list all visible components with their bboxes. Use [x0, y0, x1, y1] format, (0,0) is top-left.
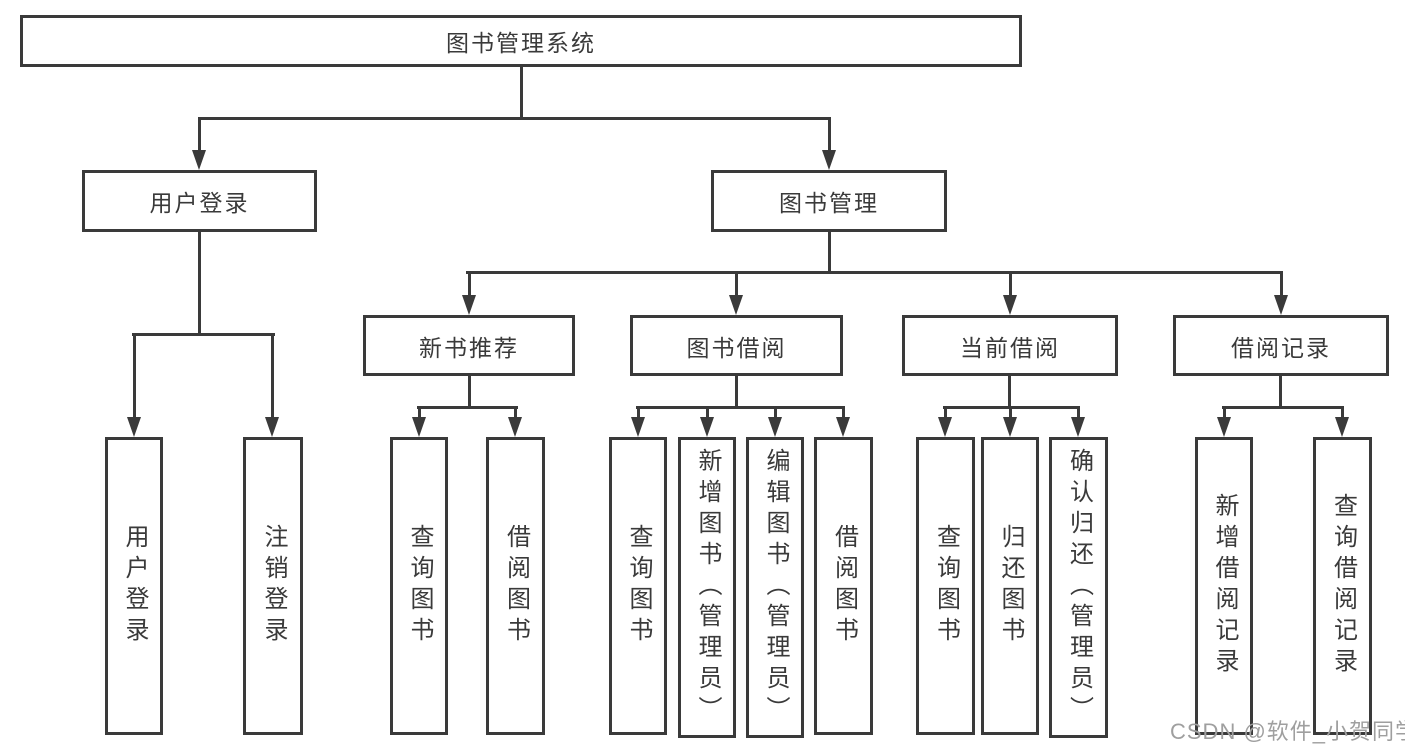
node-label: 归还图书 — [997, 524, 1024, 648]
connector-line — [132, 333, 275, 336]
connector-line — [1008, 376, 1011, 409]
node-new-book-recommend: 新书推荐 — [363, 315, 575, 376]
node-label: 查询图书 — [932, 524, 960, 648]
arrowhead-icon — [631, 417, 645, 437]
node-label: 确认归还（管理员） — [1065, 448, 1093, 727]
connector-line — [1279, 376, 1282, 409]
connector-line — [198, 232, 201, 335]
node-bb-edit-books-admin: 编辑图书（管理员） — [746, 437, 804, 738]
node-borrow-records: 借阅记录 — [1173, 315, 1389, 376]
connector-line — [1222, 406, 1344, 409]
node-label: 新书推荐 — [419, 334, 519, 361]
node-label: 查询图书 — [625, 524, 652, 648]
connector-line — [468, 376, 471, 409]
connector-line — [198, 117, 831, 120]
node-book-management: 图书管理 — [711, 170, 947, 232]
connector-line — [133, 333, 136, 421]
arrowhead-icon — [462, 295, 476, 315]
connector-line — [828, 117, 831, 153]
node-user-login: 用户登录 — [82, 170, 317, 232]
connector-line — [637, 406, 640, 421]
connector-line — [1223, 406, 1226, 421]
node-book-borrowing: 图书借阅 — [630, 315, 843, 376]
node-label: 当前借阅 — [960, 334, 1060, 361]
node-br-add-record: 新增借阅记录 — [1195, 437, 1253, 735]
node-br-query-record: 查询借阅记录 — [1313, 437, 1372, 735]
node-cb-confirm-return-admin: 确认归还（管理员） — [1049, 437, 1108, 738]
node-rec-borrow-books: 借阅图书 — [486, 437, 545, 735]
connector-line — [514, 406, 517, 421]
connector-line — [944, 406, 947, 421]
arrowhead-icon — [192, 150, 206, 170]
connector-line — [774, 406, 777, 421]
node-label: 图书借阅 — [686, 334, 787, 361]
node-label: 编辑图书（管理员） — [762, 448, 789, 727]
node-label: 图书管理系统 — [446, 30, 596, 56]
connector-line — [271, 333, 274, 421]
connector-line — [417, 406, 518, 409]
connector-line — [520, 66, 523, 119]
arrowhead-icon — [938, 417, 952, 437]
connector-line — [706, 406, 709, 421]
connector-line — [418, 406, 421, 421]
node-label: 借阅记录 — [1231, 334, 1331, 361]
node-label: 查询借阅记录 — [1329, 493, 1357, 679]
node-label: 图书管理 — [779, 190, 879, 216]
node-cb-query-books: 查询图书 — [916, 437, 975, 735]
node-bb-borrow-books: 借阅图书 — [814, 437, 873, 735]
node-current-borrowing: 当前借阅 — [902, 315, 1118, 376]
arrowhead-icon — [836, 417, 850, 437]
connector-line — [1077, 406, 1080, 421]
arrowhead-icon — [1274, 295, 1288, 315]
connector-line — [198, 117, 201, 153]
arrowhead-icon — [1335, 417, 1349, 437]
arrowhead-icon — [1071, 417, 1085, 437]
connector-line — [842, 406, 845, 421]
arrowhead-icon — [768, 417, 782, 437]
arrowhead-icon — [412, 417, 426, 437]
node-user-login-leaf: 用户登录 — [105, 437, 163, 735]
connector-line — [1009, 406, 1012, 421]
node-cb-return-books: 归还图书 — [981, 437, 1039, 735]
connector-line — [828, 232, 831, 273]
node-rec-query-books: 查询图书 — [390, 437, 448, 735]
arrowhead-icon — [729, 295, 743, 315]
connector-line — [468, 271, 471, 299]
node-bb-add-books-admin: 新增图书（管理员） — [678, 437, 736, 738]
node-bb-query-books: 查询图书 — [609, 437, 667, 735]
node-label: 注销登录 — [260, 524, 287, 648]
arrowhead-icon — [822, 150, 836, 170]
arrowhead-icon — [1003, 417, 1017, 437]
connector-line — [1009, 271, 1012, 299]
arrowhead-icon — [700, 417, 714, 437]
node-label: 新增借阅记录 — [1211, 493, 1238, 679]
arrowhead-icon — [265, 417, 279, 437]
watermark: CSDN @软件_小贺同学 — [1170, 719, 1405, 744]
arrowhead-icon — [127, 417, 141, 437]
node-logout-leaf: 注销登录 — [243, 437, 303, 735]
arrowhead-icon — [1217, 417, 1231, 437]
connector-line — [735, 271, 738, 299]
connector-line — [735, 376, 738, 409]
arrowhead-icon — [508, 417, 522, 437]
node-label: 借阅图书 — [830, 524, 858, 648]
node-label: 查询图书 — [406, 524, 433, 648]
node-label: 新增图书（管理员） — [694, 448, 721, 727]
connector-line — [636, 406, 845, 409]
node-label: 借阅图书 — [502, 524, 530, 648]
connector-line — [1341, 406, 1344, 421]
arrowhead-icon — [1003, 295, 1017, 315]
connector-line — [1280, 271, 1283, 299]
node-library-system: 图书管理系统 — [20, 15, 1022, 67]
node-label: 用户登录 — [149, 190, 250, 216]
node-label: 用户登录 — [121, 524, 148, 648]
connector-line — [466, 271, 1283, 274]
